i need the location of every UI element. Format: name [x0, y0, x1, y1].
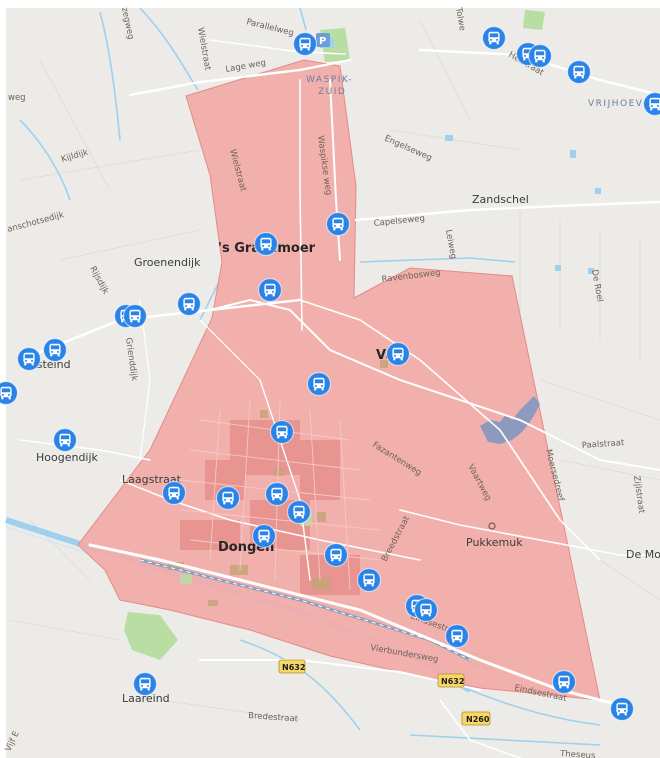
bus-stop-icon[interactable]: [287, 500, 311, 524]
bus-stop-icon[interactable]: [252, 524, 276, 548]
bus-stop-icon[interactable]: [293, 32, 317, 56]
bus-stop-icon[interactable]: [162, 481, 186, 505]
label-waspik-zuid-2: ZUID: [318, 87, 346, 97]
bus-stop-icon[interactable]: [133, 672, 157, 696]
bus-stop-icon[interactable]: [357, 568, 381, 592]
pukkemuk-poi-icon: [488, 522, 496, 530]
bus-stop-icon[interactable]: [0, 381, 18, 405]
road-paalstraat: Paalstraat: [582, 438, 626, 451]
bus-stop-icon[interactable]: [482, 26, 506, 50]
bus-stop-icon[interactable]: [445, 624, 469, 648]
bus-stop-icon[interactable]: [324, 543, 348, 567]
label-waspik-zuid-1: WASPIK-: [306, 75, 353, 85]
bus-stop-icon[interactable]: [386, 342, 410, 366]
shield-n632-a: N632: [278, 659, 305, 674]
svg-text:P: P: [319, 36, 326, 47]
bus-stop-icon[interactable]: [528, 44, 552, 68]
label-groenendijk: Groenendijk: [134, 256, 201, 269]
bus-stop-icon[interactable]: [43, 338, 67, 362]
bus-stop-icon[interactable]: [265, 482, 289, 506]
bus-stop-icon[interactable]: [123, 304, 147, 328]
bus-stop-icon[interactable]: [17, 347, 41, 371]
label-vrijhoeve: VRIJHOEV: [588, 99, 643, 109]
road-weg-topleft: weg: [8, 93, 26, 103]
bus-stop-icon[interactable]: [177, 292, 201, 316]
parking-icon: P: [316, 33, 330, 47]
road-shields: N632 N632 N260: [278, 659, 491, 726]
road-tolweg: Tolwe: [453, 6, 467, 32]
map-frame: [0, 0, 660, 8]
bus-stop-icon[interactable]: [567, 60, 591, 84]
bus-stop-icon[interactable]: [307, 372, 331, 396]
label-laagstraat: Laagstraat: [122, 473, 182, 486]
map-frame-left: [0, 0, 6, 758]
bus-stop-icon[interactable]: [258, 278, 282, 302]
label-pukkemuk: Pukkemuk: [466, 536, 523, 549]
shield-n260: N260: [461, 711, 491, 726]
label-zandschel: Zandschel: [472, 193, 529, 206]
bus-stop-icon[interactable]: [53, 428, 77, 452]
road-theseus: Theseus: [559, 749, 596, 758]
svg-text:N260: N260: [466, 715, 490, 724]
svg-text:N632: N632: [441, 677, 464, 686]
bus-stop-icon[interactable]: [552, 670, 576, 694]
road-bredestraat: Bredestraat: [248, 711, 299, 725]
landuse-patches: [168, 360, 388, 606]
svg-text:N632: N632: [282, 663, 305, 672]
label-hoogendijk: Hoogendijk: [36, 451, 99, 464]
bus-stop-icon[interactable]: [326, 212, 350, 236]
industrial-area: [480, 396, 540, 444]
label-laareind: Laareind: [122, 692, 170, 705]
bus-stop-icon[interactable]: [270, 420, 294, 444]
shield-n632-b: N632: [437, 673, 464, 688]
bus-stop-icon[interactable]: [610, 697, 634, 721]
field-lines: [9, 19, 660, 721]
bus-stop-icon[interactable]: [254, 232, 278, 256]
label-de-mo: De Mo: [626, 548, 660, 561]
bus-stop-icon[interactable]: [643, 92, 660, 116]
bus-stop-icon[interactable]: [216, 486, 240, 510]
railway: [139, 558, 471, 662]
bus-stop-icon[interactable]: [414, 598, 438, 622]
